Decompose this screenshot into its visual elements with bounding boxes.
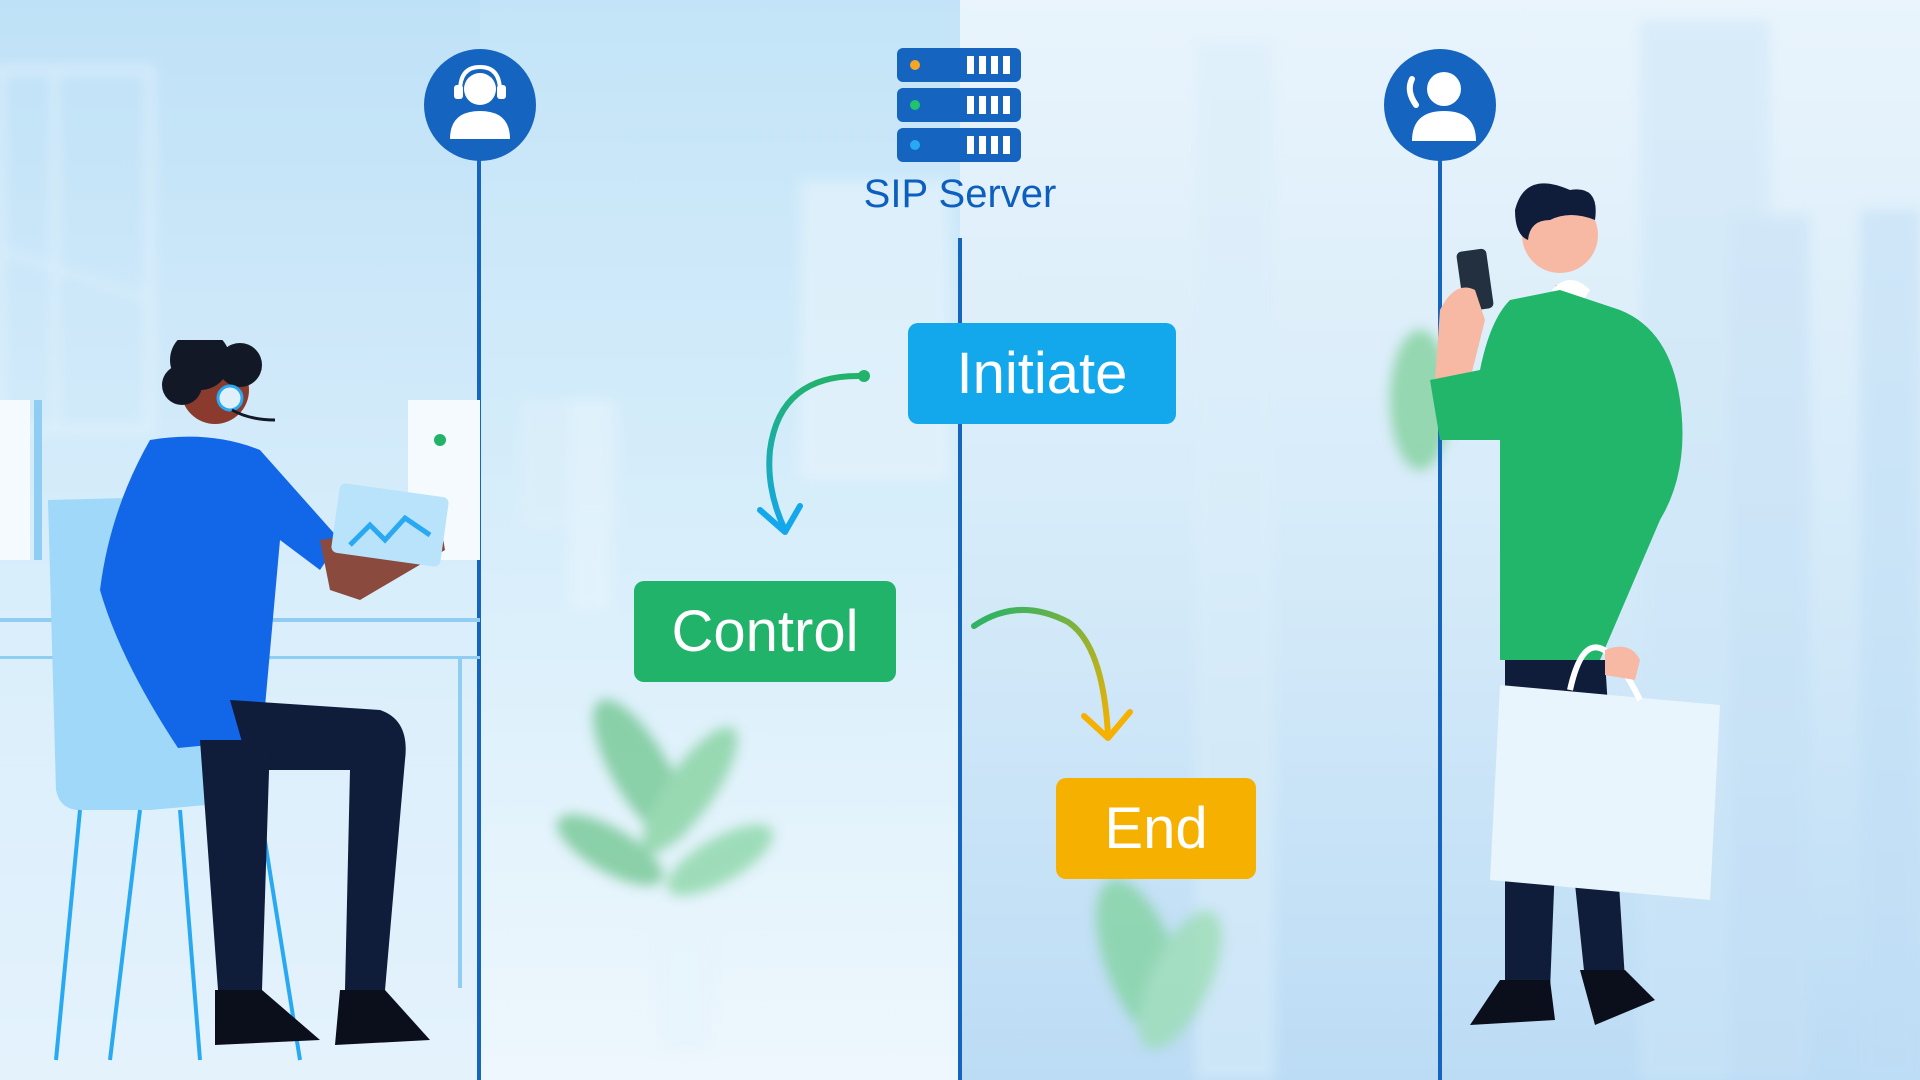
arrow-initiate-to-control [757,370,870,535]
step-end: End [1056,778,1256,879]
agent-shirt [100,436,340,748]
caller-standing-illustration [1430,183,1720,1025]
agent-avatar [424,49,536,161]
shopping-bag [1490,685,1720,900]
agent-at-desk-illustration [0,340,480,1061]
sip-server-icon [897,48,1021,162]
step-control: Control [634,581,896,682]
arrow-control-to-end [971,606,1133,741]
caller-phone-icon [1406,72,1476,141]
tablet [331,483,449,567]
caller-avatar [1384,49,1496,161]
server-timeline-line [958,238,962,1080]
left-timeline-line [477,150,481,1080]
step-initiate: Initiate [908,323,1176,424]
caller-sweater [1430,290,1683,660]
right-timeline-line [1438,150,1442,1080]
call-agent-headset-icon [450,64,510,139]
sip-server-label: SIP Server [863,172,1057,216]
